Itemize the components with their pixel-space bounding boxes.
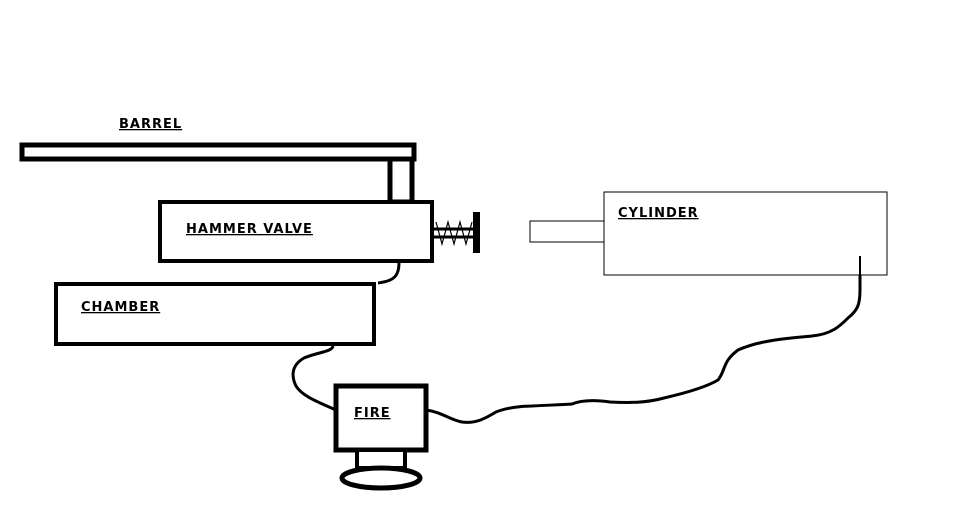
hose-hammer-to-chamber: [377, 262, 401, 285]
barrel-label: BARREL: [119, 117, 182, 132]
cylinder-rod: [529, 220, 605, 243]
chamber-body: [54, 282, 376, 346]
chamber-label: CHAMBER: [81, 300, 160, 315]
spring-icon: [432, 212, 480, 253]
chamber: [54, 282, 376, 346]
fire-label: FIRE: [354, 406, 391, 421]
fire-switch-box: [333, 383, 429, 453]
fire-switch-base: [339, 465, 423, 491]
cylinder-body: [603, 191, 888, 276]
hammer-valve: [158, 200, 434, 263]
striker-plate: [473, 212, 480, 253]
hose-chamber-to-fire: [291, 345, 337, 412]
hose-fire-to-cylinder: [425, 275, 862, 424]
barrel-connector: [387, 156, 415, 205]
cylinder: [529, 191, 888, 276]
hammer-valve-body: [158, 200, 434, 263]
barrel: [19, 142, 417, 205]
cylinder-label: CYLINDER: [618, 206, 699, 221]
fire-switch: [333, 383, 429, 491]
hammer-valve-label: HAMMER VALVE: [186, 222, 313, 237]
barrel-tube: [19, 142, 417, 162]
fire-switch-neck: [355, 448, 407, 470]
